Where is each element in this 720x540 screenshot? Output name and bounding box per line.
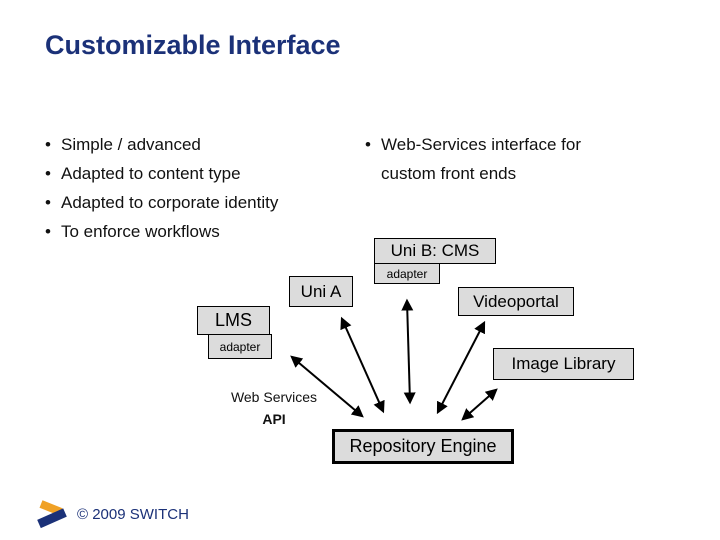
web-services-label: Web Services xyxy=(230,389,318,405)
diagram-box-image-library: Image Library xyxy=(493,348,634,380)
api-label: API xyxy=(262,411,286,427)
connector-arrow-uni-b-adapter xyxy=(401,298,416,405)
diagram-box-uni-b-cms: Uni B: CMS xyxy=(374,238,496,264)
connector-arrow-uni-a xyxy=(340,316,385,414)
switch-chevron-logo-icon xyxy=(37,500,67,529)
bullet-item: Adapted to content type xyxy=(43,159,363,188)
diagram-box-videoportal: Videoportal xyxy=(458,287,574,316)
bullet-list-left: Simple / advanced Adapted to content typ… xyxy=(43,130,363,246)
connector-arrow-videoportal xyxy=(436,320,486,415)
connector-arrow-image-library xyxy=(461,388,498,421)
copyright-text: © 2009 SWITCH xyxy=(77,506,189,523)
bullet-list-right: Web-Services interface for custom front … xyxy=(363,130,603,188)
diagram-box-uni-a: Uni A xyxy=(289,276,353,307)
diagram-box-lms-adapter: adapter xyxy=(208,334,272,359)
slide-title: Customizable Interface xyxy=(45,30,341,60)
bullet-item: Adapted to corporate identity xyxy=(43,188,363,217)
web-services-api-label: Web Services API xyxy=(214,389,334,427)
bullet-item: Web-Services interface for custom front … xyxy=(363,130,603,188)
diagram-box-uni-b-adapter: adapter xyxy=(374,263,440,284)
bullet-item: To enforce workflows xyxy=(43,217,363,246)
diagram-box-repository-engine: Repository Engine xyxy=(332,429,514,464)
bullet-item: Simple / advanced xyxy=(43,130,363,159)
diagram-box-lms: LMS xyxy=(197,306,270,335)
